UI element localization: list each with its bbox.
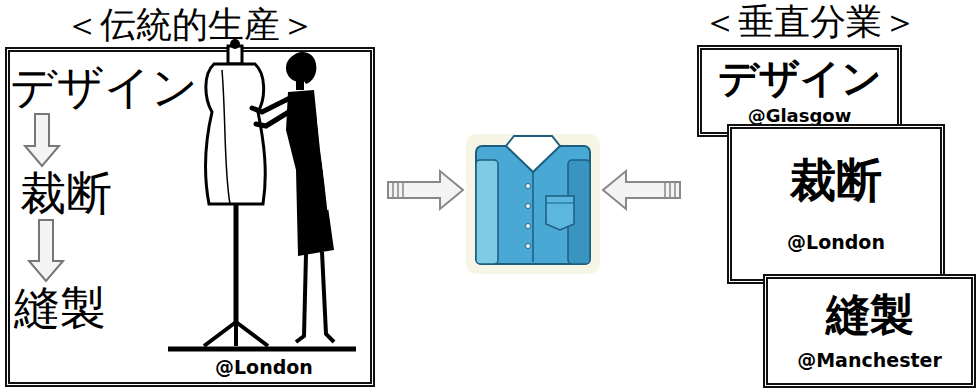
process-box: 縫製 @Manchester [763,274,976,388]
location-text: @London [787,232,885,253]
ground-line [168,347,356,352]
form-legs [204,322,268,346]
flow-arrow [25,114,59,166]
node-title: 裁断 [790,155,882,206]
location-text: @Glasgow [748,106,852,126]
merge-arrow-right [603,171,680,209]
location-text: @Manchester [797,350,942,371]
button [526,224,531,229]
shirt-pocket [546,196,574,230]
head [286,54,314,82]
button [526,184,531,189]
step-text: デザイン [10,64,198,110]
node-title: 裁断 [20,170,112,216]
node-title: デザイン [10,64,198,110]
shirt-halo [466,134,600,274]
dress-detail [318,120,328,210]
pocket-flap [546,203,574,204]
arms [252,98,292,126]
arrow-stripes [393,182,403,198]
button [526,244,531,249]
merge-arrow-left [388,171,463,209]
node-title: 縫製 [14,285,106,331]
shirt-sleeve [476,160,498,264]
section-heading: ＜垂直分業＞ [690,2,930,42]
shirt-collar [506,136,560,172]
button [526,204,531,209]
tape-measure [222,70,230,204]
woman-figure [252,52,334,342]
block-arrow [603,171,680,209]
dress-form [204,39,268,346]
block-arrow [388,171,463,209]
form-torso [205,64,265,204]
process-box: 裁断 @London [727,124,945,284]
step-text: 裁断 [20,170,112,216]
node-title: 縫製 [826,291,914,339]
dress [286,90,334,256]
form-pole [234,204,239,326]
legs [296,252,334,342]
hair [290,52,316,84]
shirt-placket [532,172,534,262]
node-title: ＜伝統的生産＞ [10,5,370,45]
neck [296,80,304,90]
shirt-side [568,160,590,264]
node-title: デザイン [718,56,882,100]
shirt-body [476,146,590,264]
location-text: @London [215,357,313,378]
step-text: 縫製 [14,285,106,331]
flow-arrow [29,220,63,281]
process-frame: ＜伝統的生産＞@Londonデザイン裁断縫製 [5,47,375,387]
arrow-stripes [665,182,675,198]
shirt-illustration [466,134,600,274]
